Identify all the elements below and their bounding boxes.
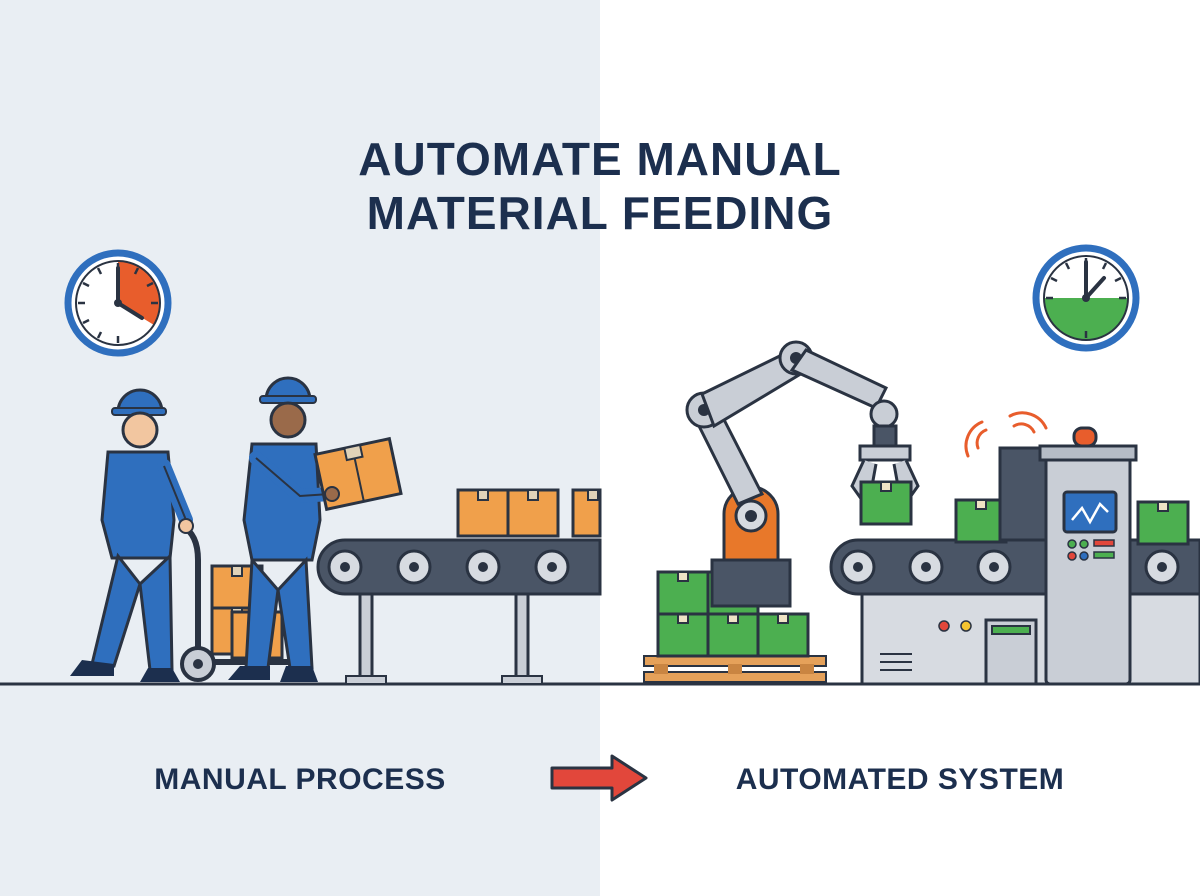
arrow-right-icon [550, 754, 648, 802]
wireless-signal-icon [964, 411, 1048, 458]
robotic-arm [685, 340, 920, 608]
worker-pushing-cart [70, 388, 194, 682]
feeder-machine [998, 426, 1138, 686]
manual-process-label: MANUAL PROCESS [154, 763, 446, 796]
title-line-2: MATERIAL FEEDING [366, 187, 834, 239]
pallet-with-boxes [643, 570, 827, 683]
clock-icon [64, 249, 172, 357]
clock-icon [1032, 244, 1140, 352]
automated-system-label: AUTOMATED SYSTEM [735, 763, 1065, 796]
page-title: AUTOMATE MANUAL MATERIAL FEEDING [0, 132, 1200, 240]
manual-conveyor-belt [316, 488, 602, 685]
title-line-1: AUTOMATE MANUAL [358, 133, 842, 185]
worker-lifting-box [228, 376, 403, 682]
